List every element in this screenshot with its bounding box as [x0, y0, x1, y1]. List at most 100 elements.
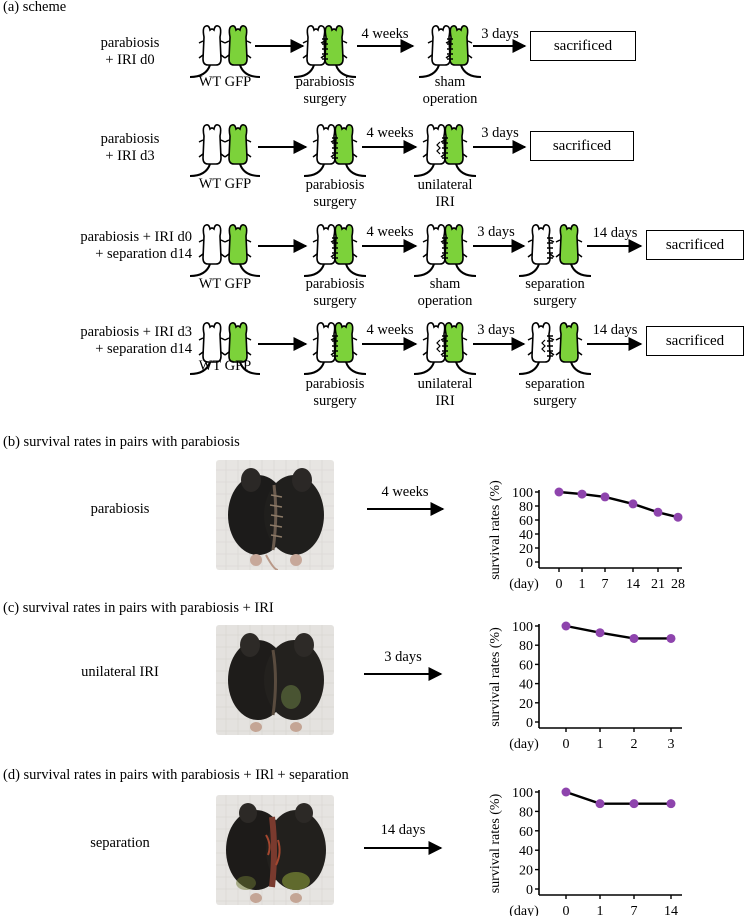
panel-d-photo: [216, 795, 334, 905]
gfp-mouse-icon-paws: [224, 239, 252, 258]
data-point: [600, 492, 610, 502]
gfp-mouse-icon: [224, 224, 261, 277]
wt-mouse-icon-iri-mark: [436, 339, 441, 353]
y-tick-label: 0: [526, 716, 533, 731]
gfp-label: GFP: [224, 74, 252, 90]
data-point: [595, 628, 605, 638]
row-2-step-3: unilateral IRI: [400, 177, 490, 211]
wt-mouse-icon-body: [426, 124, 446, 165]
row-4-step-3: unilateral IRI: [400, 376, 490, 410]
gfp-mouse-icon: [445, 25, 482, 78]
gfp-mouse-icon-body: [559, 224, 579, 265]
gfp-mouse-icon-tail: [455, 163, 477, 177]
row-3-step-3-line-2: operation: [417, 293, 473, 309]
gfp-mouse-icon: [224, 25, 261, 78]
y-axis-label: survival rates (%): [488, 627, 503, 727]
wt-mouse-icon-body: [202, 224, 222, 265]
y-axis-label: survival rates (%): [488, 793, 503, 893]
panel-c-photo: [216, 625, 334, 735]
panel-b-label: parabiosis: [90, 501, 150, 517]
wt-mouse-icon-tail: [413, 361, 435, 375]
panel-a-heading-text: (a) scheme: [3, 0, 67, 15]
row-2-arrow-2-label: 4 weeks: [366, 125, 414, 141]
y-tick-label: 40: [519, 678, 533, 693]
gfp-mouse-icon-paws: [330, 239, 358, 258]
gfp-mouse-icon-tail: [345, 263, 367, 277]
suture-icon: [547, 237, 553, 259]
x-tick-label: 1: [597, 904, 604, 916]
suture-icon: [332, 137, 338, 159]
panel-c-heading: (c) survival rates in pairs with parabio…: [3, 600, 274, 616]
suture-icon: [322, 38, 328, 60]
x-axis-label: (day): [509, 577, 539, 592]
row-3-step-3-line-1: sham: [429, 276, 461, 292]
gfp-mouse-icon-body: [228, 124, 248, 165]
y-tick-label: 80: [519, 805, 533, 820]
row-1-step-2-line-2: surgery: [303, 91, 347, 107]
wt-mouse-icon-tail: [189, 361, 211, 375]
row-3-step-2-line-1: parabiosis: [305, 276, 365, 292]
wt-mouse-icon-tail: [293, 64, 315, 78]
suture-icon: [332, 237, 338, 259]
wt-mouse-icon: [518, 224, 555, 277]
panel-c-arrow-label: 3 days: [384, 649, 422, 665]
row-4-condition: parabiosis + IRI d3 + separation d14: [40, 324, 192, 358]
gfp-mouse-icon-tail: [335, 64, 357, 78]
wt-mouse-icon: [293, 25, 330, 78]
wt-mouse-icon-tail: [413, 163, 435, 177]
wt-mouse-icon: [189, 224, 226, 277]
wt-mouse-icon-body: [316, 322, 336, 363]
y-tick-label: 60: [519, 514, 533, 529]
gfp-mouse-icon-paws: [224, 40, 252, 59]
wt-mouse-icon-body: [531, 322, 551, 363]
data-point: [561, 787, 571, 797]
x-tick-label: 0: [563, 737, 570, 752]
x-tick-label: 14: [626, 577, 640, 592]
wt-mouse-icon-body: [306, 25, 326, 66]
row-3-condition-line-1: parabiosis + IRI d0: [80, 229, 192, 245]
row-2-wt-gfp-label: WT GFP: [185, 176, 265, 193]
row-4-step-4: separation surgery: [505, 376, 605, 410]
row-1-step-2-line-1: parabiosis: [295, 74, 355, 90]
y-axis-label: survival rates (%): [488, 480, 503, 580]
row-3-arrow-3-label: 3 days: [477, 224, 515, 240]
gfp-mouse-icon-body: [334, 322, 354, 363]
data-point: [561, 621, 571, 631]
panel-d-heading: (d) survival rates in pairs with parabio…: [3, 767, 349, 783]
suture-icon: [447, 38, 453, 60]
gfp-mouse-icon-tail: [239, 163, 261, 177]
row-3-sacrificed-box: sacrificed: [646, 230, 744, 260]
y-tick-label: 80: [519, 639, 533, 654]
y-tick-label: 20: [519, 697, 533, 712]
gfp-mouse-icon-tail: [239, 361, 261, 375]
gfp-mouse-icon: [555, 224, 592, 277]
wt-mouse-icon-paws: [527, 337, 555, 356]
data-point: [629, 799, 639, 809]
row-4-step-2-line-2: surgery: [313, 393, 357, 409]
row-2-step-3-line-2: IRI: [435, 194, 455, 210]
wt-mouse-icon: [303, 322, 340, 375]
row-4-step-4-line-1: separation: [525, 376, 585, 392]
wt-mouse-icon-iri-mark: [436, 141, 441, 155]
y-tick-label: 100: [512, 786, 533, 801]
gfp-mouse-icon-paws: [224, 337, 252, 356]
gfp-mouse-icon: [224, 124, 261, 177]
gfp-mouse-icon-tail: [239, 64, 261, 78]
wt-label: WT: [198, 176, 222, 192]
gfp-mouse-icon-paws: [440, 239, 468, 258]
gfp-mouse-icon: [440, 224, 477, 277]
data-point: [577, 489, 587, 499]
gfp-mouse-icon: [330, 224, 367, 277]
gfp-mouse-icon-tail: [570, 263, 592, 277]
wt-mouse-icon-paws: [198, 40, 226, 59]
suture-icon: [332, 335, 338, 357]
wt-mouse-icon-tail: [418, 64, 440, 78]
row-1-arrow-2-label: 4 weeks: [361, 26, 409, 42]
gfp-mouse-icon-body: [444, 322, 464, 363]
y-tick-label: 40: [519, 844, 533, 859]
